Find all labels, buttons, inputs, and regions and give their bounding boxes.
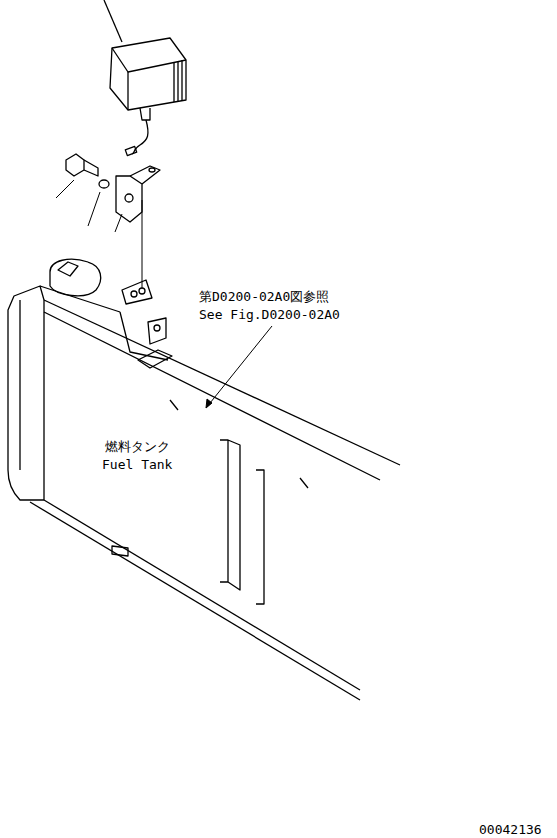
part-name: 燃料タンク bbox=[104, 440, 171, 453]
reference-note: See Fig.D0200-02A0 bbox=[198, 308, 341, 321]
fuel-tank bbox=[8, 259, 400, 700]
reference-leader bbox=[206, 326, 272, 408]
reference-note: 第D0200-02A0図参照 bbox=[198, 290, 330, 303]
part-name: Fuel Tank bbox=[101, 458, 173, 471]
work-lamp bbox=[104, 0, 186, 156]
bolt bbox=[66, 154, 98, 176]
washer bbox=[99, 180, 109, 188]
bracket bbox=[116, 166, 160, 222]
drawing-number: 00042136 bbox=[478, 823, 543, 836]
leader-line bbox=[56, 180, 122, 232]
